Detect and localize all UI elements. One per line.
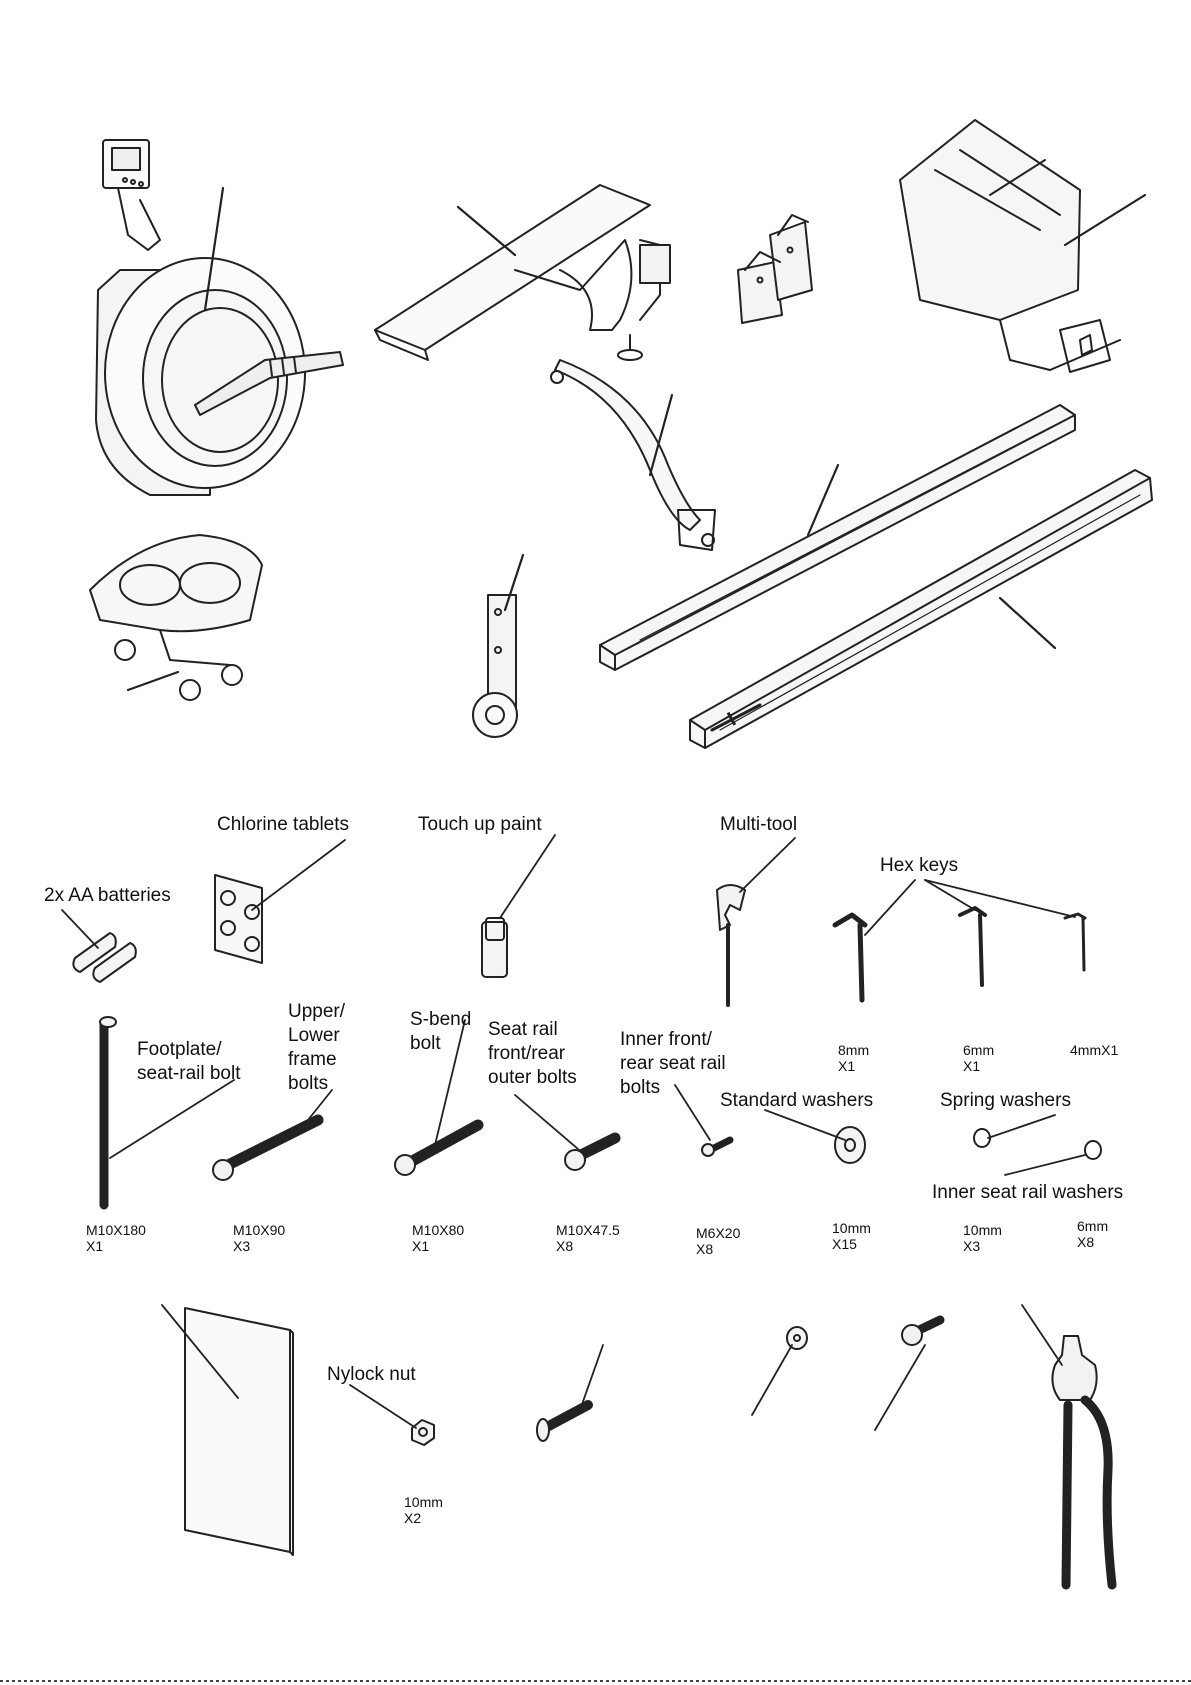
rail-foot-wheel	[472, 594, 518, 738]
label-inner-seat-rail-bolts: Inner front/ rear seat rail bolts	[620, 1029, 726, 1098]
cap-screw-icon	[901, 1315, 945, 1346]
nylock-nut-icon	[411, 1419, 435, 1446]
flywheel-monitor-unit	[95, 139, 344, 496]
drain-pump-icon	[1051, 1335, 1117, 1590]
bolt-m10x90	[212, 1114, 324, 1181]
bolt-m10x80	[394, 1119, 484, 1176]
hex-key-icon	[832, 906, 1087, 1003]
label-multi-tool: Multi-tool	[720, 814, 798, 835]
foot-clips	[737, 214, 813, 324]
label-seat-rail-outer-bolts: Seat rail front/rear outer bolts	[488, 1019, 577, 1088]
seat-rail-upper	[599, 404, 1076, 671]
label-footplate-seat-rail-bolt: Footplate/ seat-rail bolt	[137, 1039, 241, 1084]
seat-carriage	[89, 534, 263, 701]
label-s-bend-bolt: S-bend bolt	[410, 1009, 472, 1054]
label-chlorine-tablets: Chlorine tablets	[217, 814, 350, 835]
small-washer-icon	[786, 1326, 808, 1350]
spec-hex-4mm: 4mmX1	[1070, 1042, 1119, 1058]
front-frame	[374, 184, 671, 361]
label-spring-washers: Spring washers	[940, 1090, 1071, 1111]
label-nylock-nut: Nylock nut	[327, 1364, 416, 1385]
bolt-m6x20	[701, 1136, 734, 1157]
bolt-m10x180	[99, 1016, 117, 1210]
standard-washer-icon	[834, 1126, 866, 1164]
battery-icon	[72, 932, 137, 983]
multi-tool-icon	[716, 884, 746, 1007]
chlorine-tablets-card	[214, 874, 263, 964]
label-batteries: 2x AA batteries	[44, 885, 171, 906]
label-standard-washers: Standard washers	[720, 1090, 874, 1111]
s-bend-tube	[550, 359, 716, 551]
manual-card	[184, 1307, 294, 1556]
rear-frame-footplate	[899, 119, 1121, 373]
seat-rail-lower	[689, 469, 1153, 749]
label-hex-keys: Hex keys	[880, 855, 959, 876]
label-inner-seat-rail-washers: Inner seat rail washers	[932, 1182, 1124, 1203]
inner-washer-icon	[1084, 1140, 1102, 1160]
label-upper-lower-frame-bolts: Upper/ Lower frame bolts	[288, 1001, 346, 1094]
label-touch-up-paint: Touch up paint	[418, 814, 542, 835]
bolt-m10x47-5	[564, 1132, 621, 1171]
paint-bottle-icon	[481, 917, 508, 978]
